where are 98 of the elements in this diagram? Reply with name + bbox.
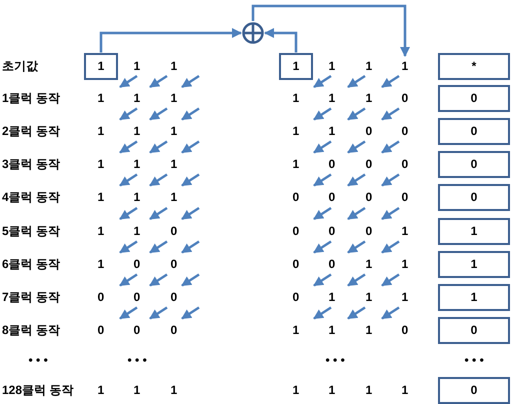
bit-value: 1	[292, 157, 300, 171]
bit-value: 0	[292, 290, 300, 304]
bit-value: 1	[328, 383, 336, 397]
bit-value: 1	[366, 91, 372, 105]
bit-value: 1	[98, 157, 104, 171]
bit-value: 1	[366, 59, 372, 73]
arrow	[100, 28, 242, 52]
bit-value: 1	[328, 59, 336, 73]
bit-value: 0	[328, 190, 336, 204]
bit-value: 1	[402, 290, 408, 304]
bit-value: 0	[402, 124, 408, 138]
output-box: *	[438, 52, 510, 80]
bit-value: 0	[328, 257, 336, 271]
output-box: 0	[438, 150, 510, 178]
bit-value: 0	[98, 323, 104, 337]
row-label: 2클럭 동작	[2, 124, 60, 138]
bit-value: 0	[402, 157, 408, 171]
output-box: 0	[438, 376, 510, 404]
bit-value: 1	[170, 59, 178, 73]
arrow	[252, 4, 410, 57]
bit-value: 1	[98, 91, 104, 105]
bit-value: 1	[134, 59, 140, 73]
bit-value: 0	[328, 157, 336, 171]
row-label: 7클럭 동작	[2, 290, 60, 304]
bit-value: 0	[292, 224, 300, 238]
row-label: 4클럭 동작	[2, 190, 60, 204]
bit-value: 1	[328, 323, 336, 337]
output-box: 0	[438, 118, 510, 144]
bit-value: 1	[402, 59, 408, 73]
bit-value: 1	[292, 323, 300, 337]
ellipsis: • • •	[28, 353, 48, 367]
bit-value: 1	[170, 383, 178, 397]
bit-value: 1	[328, 91, 336, 105]
bit-value: 1	[402, 257, 408, 271]
bit-value: 1	[170, 91, 178, 105]
bit-value: 1	[134, 91, 140, 105]
bit-value: 1	[134, 224, 140, 238]
bit-value: 1	[98, 224, 104, 238]
bit-value: 1	[134, 157, 140, 171]
bit-value: 1	[134, 383, 140, 397]
bit-value: 0	[170, 323, 178, 337]
row-label: 1클럭 동작	[2, 91, 60, 105]
bit-value: 1	[170, 157, 178, 171]
bit-value: 1	[328, 290, 336, 304]
bit-value: 1	[134, 124, 140, 138]
bit-value: 0	[366, 224, 372, 238]
row-label: 8클럭 동작	[2, 323, 60, 337]
bit-value: 1	[98, 124, 104, 138]
bit-value: 1	[292, 383, 300, 397]
arrow	[264, 28, 298, 52]
bit-value: 0	[170, 257, 178, 271]
bit-value: 1	[366, 290, 372, 304]
bit-value: 0	[402, 91, 408, 105]
bit-value: 0	[402, 190, 408, 204]
ellipsis: • • •	[128, 353, 147, 367]
tap-box: 1	[279, 52, 313, 80]
bit-value: 1	[402, 224, 408, 238]
bit-value: 0	[328, 224, 336, 238]
output-box: 0	[438, 84, 510, 112]
row-label: 6클럭 동작	[2, 257, 60, 271]
bit-value: 0	[170, 290, 178, 304]
bit-value: 1	[366, 257, 372, 271]
bit-value: 1	[98, 257, 104, 271]
bit-value: 0	[292, 257, 300, 271]
bit-value: 1	[98, 383, 104, 397]
bit-value: 1	[366, 323, 372, 337]
bit-value: 1	[366, 383, 372, 397]
bit-value: 0	[366, 190, 372, 204]
output-box: 1	[438, 284, 510, 310]
row-label: 5클럭 동작	[2, 224, 60, 238]
bit-value: 0	[134, 323, 140, 337]
ellipsis: • • •	[326, 353, 345, 367]
bit-value: 0	[402, 323, 408, 337]
bit-value: 1	[170, 190, 178, 204]
bit-value: 0	[366, 124, 372, 138]
bit-value: 1	[292, 91, 300, 105]
row-label: 128클럭 동작	[2, 383, 74, 397]
row-label: 초기값	[2, 59, 38, 73]
bit-value: 1	[134, 190, 140, 204]
bit-value: 0	[134, 290, 140, 304]
bit-value: 0	[366, 157, 372, 171]
bit-value: 0	[170, 224, 178, 238]
output-box: 1	[438, 250, 510, 278]
output-box: 1	[438, 218, 510, 244]
output-box: 0	[438, 184, 510, 210]
bit-value: 0	[292, 190, 300, 204]
bit-value: 1	[402, 383, 408, 397]
row-label: 3클럭 동작	[2, 157, 60, 171]
tap-box: 1	[84, 52, 118, 80]
ellipsis: • • •	[464, 353, 484, 367]
bit-value: 1	[98, 190, 104, 204]
output-box: 0	[438, 316, 510, 344]
xor-symbol	[242, 22, 264, 44]
bit-value: 1	[328, 124, 336, 138]
bit-value: 1	[292, 124, 300, 138]
bit-value: 1	[170, 124, 178, 138]
bit-value: 0	[134, 257, 140, 271]
bit-value: 0	[98, 290, 104, 304]
